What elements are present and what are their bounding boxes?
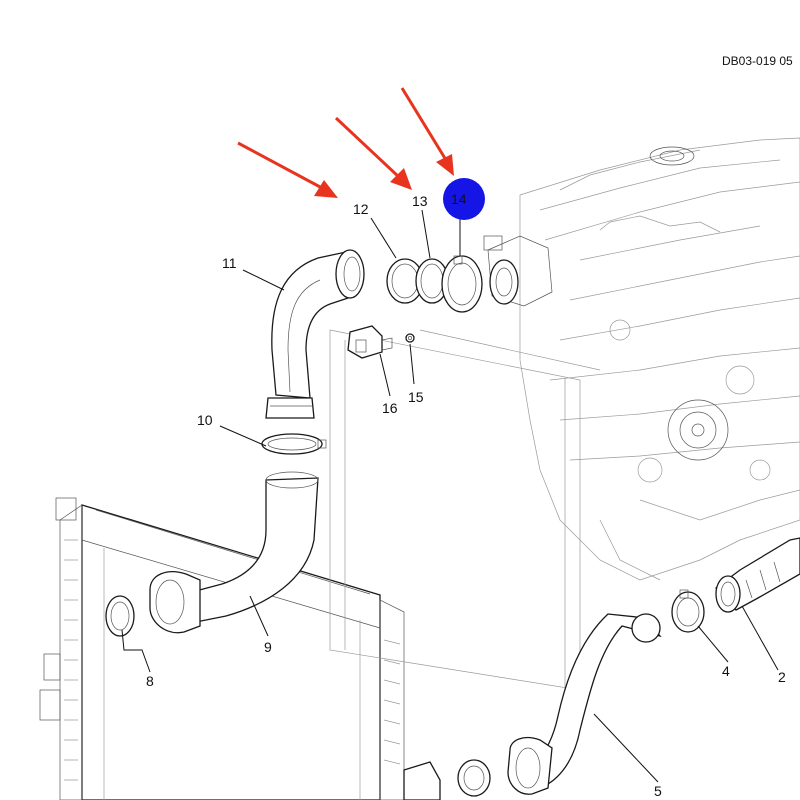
throttle-inlet (489, 259, 519, 305)
red-arrow-1 (237, 141, 338, 198)
seal-ring-bottom (457, 759, 491, 797)
seal-ring-8 (105, 595, 135, 637)
oil-cap-icon (649, 146, 695, 166)
intercooler-outlet (403, 761, 441, 800)
callout-9: 9 (264, 639, 272, 655)
callout-5: 5 (654, 783, 662, 799)
hose-connector-9 (149, 571, 201, 634)
callout-12: 12 (353, 201, 369, 217)
highlight-marker: 14 (443, 178, 485, 220)
callout-labels: 11 12 13 10 16 15 9 8 4 2 5 (146, 193, 786, 799)
callout-2: 2 (778, 669, 786, 685)
intercooler (39, 329, 601, 800)
pulley-icon (667, 399, 729, 461)
callout-13: 13 (412, 193, 428, 209)
throttle-body (487, 235, 553, 307)
callout-16: 16 (382, 400, 398, 416)
blue-marker-dot (443, 178, 485, 220)
reference-code: DB03-019 05 (722, 54, 793, 68)
callout-15: 15 (408, 389, 424, 405)
pipe-end-clamp (265, 397, 315, 419)
hose-clamp-10 (261, 433, 327, 455)
pressure-sensor-16 (347, 325, 393, 359)
charge-air-pipe-upper (265, 249, 365, 419)
engine-assembly (483, 137, 800, 581)
bolt-15 (405, 333, 415, 343)
callout-10: 10 (197, 412, 213, 428)
clamp-14 (441, 255, 483, 313)
seal-ring-13 (415, 258, 449, 304)
charge-air-hose-9 (149, 471, 319, 634)
turbo-outlet-connector-2 (715, 537, 800, 613)
hose-clamp-4 (671, 589, 705, 633)
callout-11: 11 (222, 255, 237, 271)
hose-connector-5 (507, 736, 553, 795)
red-arrow-3 (400, 87, 454, 176)
callout-14: 14 (451, 191, 467, 207)
callout-4: 4 (722, 663, 730, 679)
charge-air-hose-5 (507, 613, 662, 795)
red-arrows (237, 87, 454, 198)
red-arrow-2 (334, 116, 412, 190)
callout-8: 8 (146, 673, 154, 689)
